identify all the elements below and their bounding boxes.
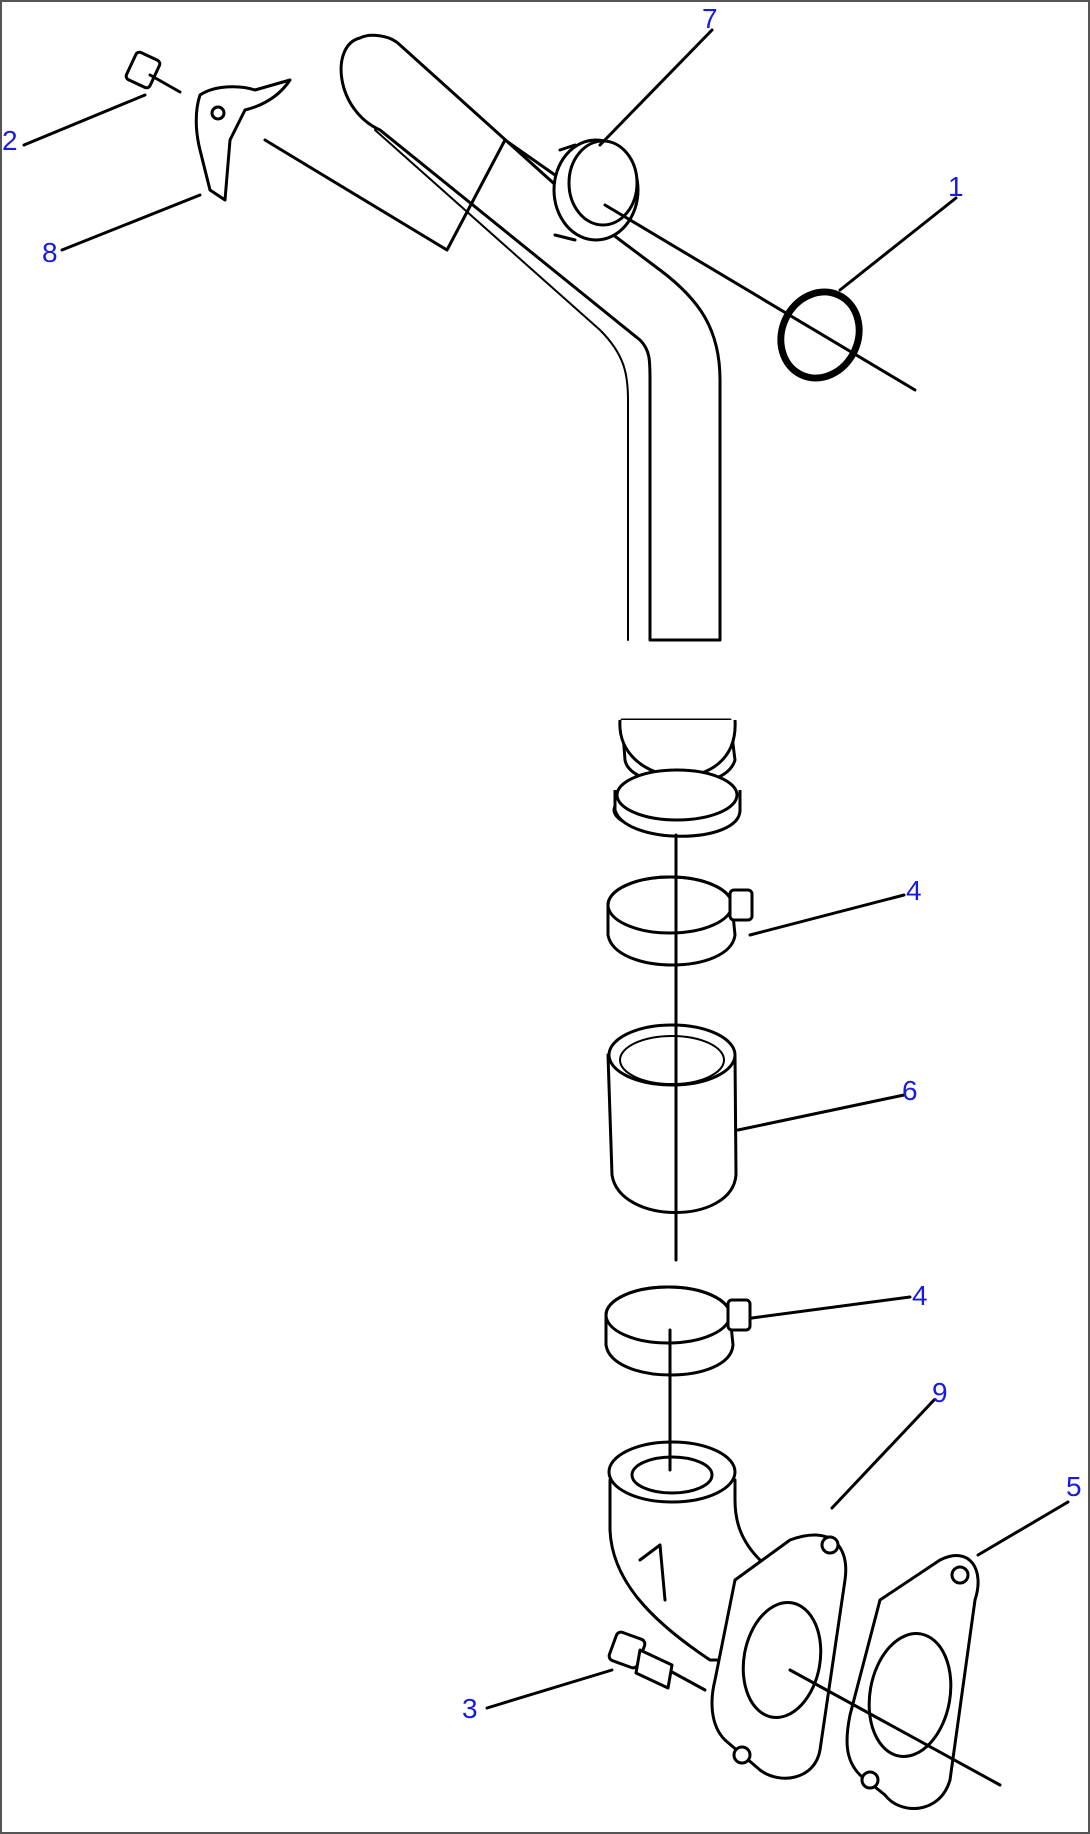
callout-1: 1: [948, 171, 964, 202]
clamp-part-4-lower: [604, 1285, 752, 1377]
leader-lines: [22, 28, 1070, 1710]
bolt-part-2: [124, 50, 182, 94]
o-ring-part-1: [777, 288, 863, 382]
callout-2: 2: [2, 125, 18, 156]
callout-4-upper: 4: [906, 875, 922, 906]
assembly-axis-8-7: [263, 138, 557, 252]
callout-9: 9: [932, 1377, 948, 1408]
assembly-axis-7-1: [603, 203, 917, 392]
callout-3: 3: [462, 1693, 478, 1724]
callout-6: 6: [902, 1075, 918, 1106]
callout-7: 7: [702, 3, 718, 34]
assembly-axis-9-5: [788, 1668, 1002, 1787]
clamp-part-4-upper: [606, 875, 754, 967]
plug-part-3: [607, 1630, 707, 1692]
hose-part-6: [606, 1023, 738, 1214]
callout-5: 5: [1066, 1471, 1082, 1502]
callout-8: 8: [42, 237, 58, 268]
bracket-part-8: [194, 78, 292, 202]
callout-4-lower: 4: [912, 1280, 928, 1311]
elbow-part-9: [607, 1440, 848, 1780]
gasket-part-5: [845, 1554, 980, 1810]
pipe-part-7: [339, 33, 742, 838]
assembly-axis-vertical: [668, 833, 678, 1472]
